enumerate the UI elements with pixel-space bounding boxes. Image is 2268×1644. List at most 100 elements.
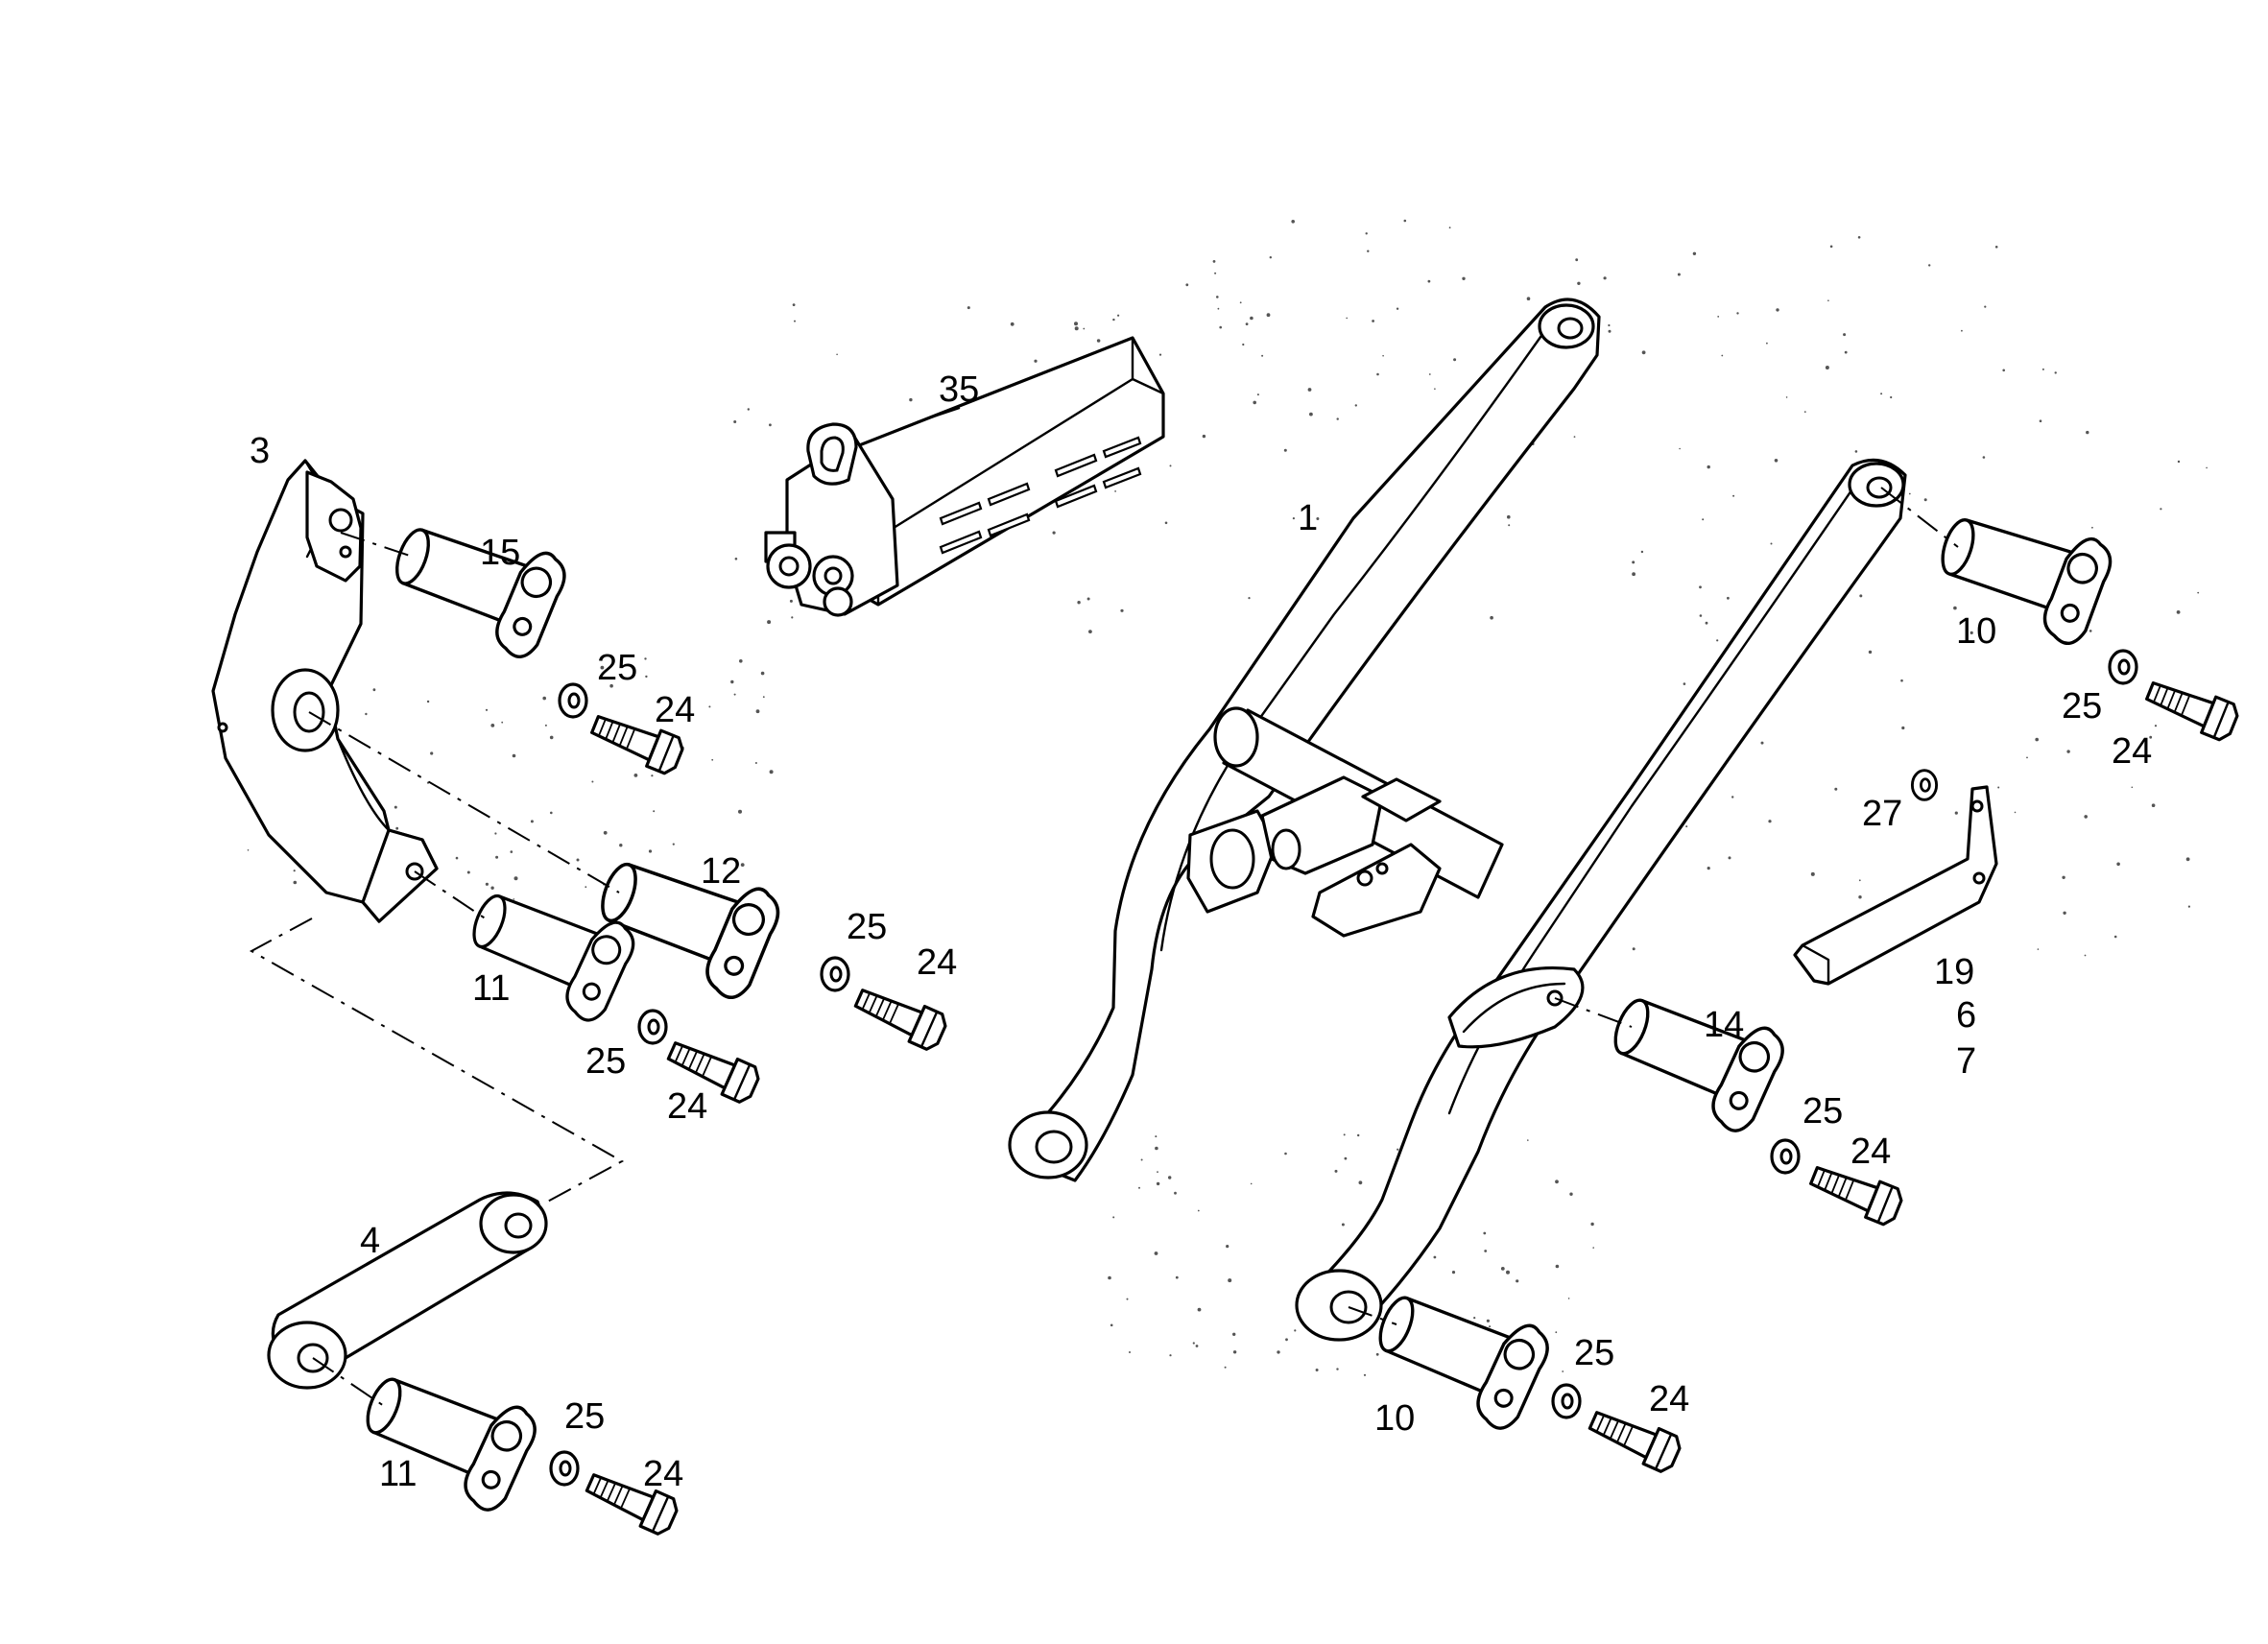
speck [542,696,546,701]
speck [1428,373,1431,375]
speck [1569,1192,1573,1196]
speck [1954,811,1958,815]
speck [1034,359,1038,363]
speck [789,599,793,603]
loader-frame-part [1008,298,1907,1342]
speck [1088,630,1092,633]
speck [1156,1181,1160,1186]
speck [794,320,796,322]
speck [1728,856,1731,860]
callout-24-g: 24 [1649,1379,1689,1419]
speck [510,850,513,853]
washer-25-d [549,1450,580,1487]
speck [1197,1209,1200,1212]
speck [1768,820,1772,823]
speck [1880,393,1883,395]
speck [1506,1270,1510,1275]
speck [1562,1370,1564,1372]
speck [2035,737,2039,742]
speck [1490,615,1493,620]
speck [1699,585,1702,589]
speck [1526,297,1531,301]
callout-24-c: 24 [667,1086,707,1127]
speck [1707,465,1710,469]
speck [1732,494,1735,497]
speck [760,671,765,676]
speck [1242,343,1245,346]
speck [1641,350,1646,355]
callout-25-b: 25 [847,907,887,947]
speck [1484,1250,1488,1252]
speck [1219,325,1222,329]
speck [1175,1275,1179,1279]
speck [550,811,553,815]
speck [1403,219,1407,223]
speck [1110,1323,1113,1327]
speck [1307,388,1312,392]
speck [769,770,774,774]
speck [1365,232,1368,235]
speck [372,688,376,692]
speck [2039,419,2042,423]
speck [1928,264,1931,267]
callout-24-b: 24 [917,942,957,983]
speck [734,558,738,560]
speck [2160,508,2162,511]
speck [730,679,734,684]
speck [609,683,613,688]
washer-25-f [1770,1138,1801,1175]
speck [1608,329,1611,333]
speck [1216,296,1219,298]
guide-bar-part [764,336,1165,617]
callout-10-a: 10 [1956,611,1996,652]
speck [1770,542,1773,545]
speck [1825,366,1829,369]
speck [2149,735,2153,739]
callout-15: 15 [480,533,520,573]
speck [1427,279,1431,283]
speck [1245,322,1249,325]
speck [1232,1332,1236,1337]
speck [1632,560,1635,564]
speck [1500,1267,1505,1271]
speck [2177,460,2181,464]
speck [513,898,515,900]
speck [1573,436,1576,438]
speck [1185,283,1189,287]
speck [2176,610,2181,614]
speck [1699,614,1703,617]
callout-19: 19 [1934,952,1974,992]
callout-25-e: 25 [2062,686,2102,727]
callout-25-a: 25 [597,648,637,688]
speck [651,774,654,777]
speck [2131,786,2134,789]
speck [967,306,970,310]
speck [711,758,714,761]
speck [2091,526,2093,529]
speck [1923,498,1927,502]
speck [1705,621,1708,625]
speck [738,809,742,814]
callout-11-a: 11 [472,968,510,1009]
speck [792,303,796,306]
speck [1555,1264,1560,1269]
speck [513,876,518,881]
speck [1239,301,1242,304]
speck [1354,404,1358,407]
speck [1250,1182,1253,1185]
callout-24-d: 24 [643,1454,683,1494]
speck [1226,1245,1229,1249]
speck [603,830,608,835]
speck [1970,631,1973,635]
speck [644,657,647,660]
speck [1074,326,1079,331]
speck [1731,796,1734,798]
speck [2116,862,2120,867]
speck [1984,305,1987,308]
speck [1277,1350,1280,1354]
speck [1010,322,1015,326]
speck [1164,521,1168,525]
speck [485,708,489,711]
speck [1174,1191,1177,1195]
